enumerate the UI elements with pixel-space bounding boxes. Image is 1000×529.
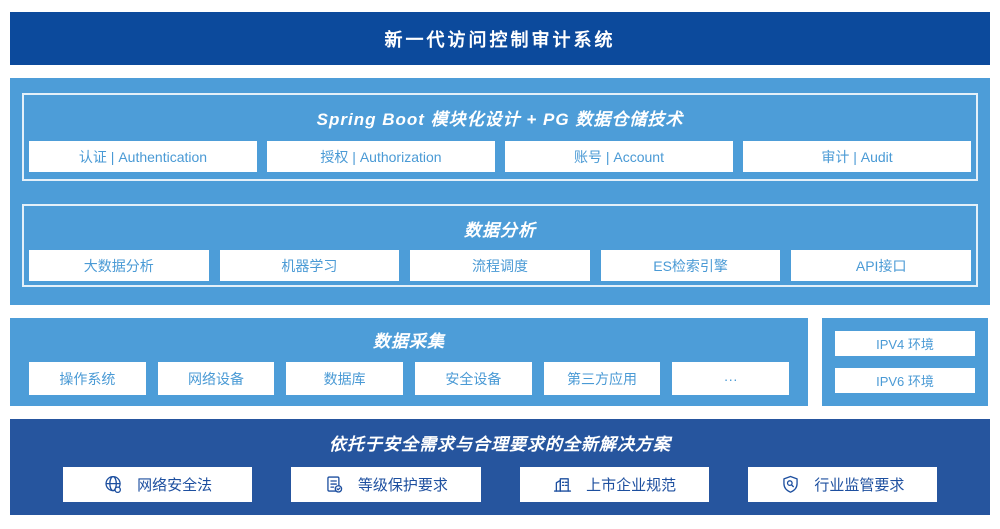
solution-row: 网络安全法 等级保护要求: [10, 455, 990, 502]
solution-box-classified-protection: 等级保护要求: [291, 467, 481, 502]
module-box-authentication: 认证 | Authentication: [29, 141, 257, 172]
globe-icon: [103, 474, 124, 495]
collection-box-thirdparty: 第三方应用: [543, 362, 661, 395]
solution-label: 等级保护要求: [357, 477, 448, 494]
collection-section: 数据采集 操作系统 网络设备 数据库 安全设备 第三方应用 ···: [10, 318, 808, 406]
platform-block: Spring Boot 模块化设计 + PG 数据仓储技术 认证 | Authe…: [10, 78, 990, 305]
analysis-section-title: 数据分析: [464, 221, 536, 240]
analysis-box-ml: 机器学习: [219, 250, 400, 281]
modules-section-title: Spring Boot 模块化设计 + PG 数据仓储技术: [316, 110, 684, 129]
module-box-account: 账号 | Account: [505, 141, 733, 172]
analysis-box-bigdata: 大数据分析: [29, 250, 209, 281]
analysis-row: 大数据分析 机器学习 流程调度 ES检索引擎 API接口: [24, 241, 976, 281]
solution-box-listed-company: 上市企业规范: [519, 467, 709, 502]
solution-box-cybersecurity-law: 网络安全法: [63, 467, 253, 502]
solution-section: 依托于安全需求与合理要求的全新解决方案 网络安全法: [10, 419, 990, 515]
network-env-panel: IPV4 环境 IPV6 环境: [822, 318, 988, 406]
ipv4-box: IPV4 环境: [835, 331, 975, 356]
solution-label: 行业监管要求: [814, 477, 905, 494]
modules-section: Spring Boot 模块化设计 + PG 数据仓储技术 认证 | Authe…: [22, 93, 978, 181]
analysis-box-api: API接口: [791, 250, 971, 281]
solution-section-title: 依托于安全需求与合理要求的全新解决方案: [329, 435, 671, 454]
analysis-box-es: ES检索引擎: [600, 250, 781, 281]
document-check-icon: [324, 474, 345, 495]
modules-row: 认证 | Authentication 授权 | Authorization 账…: [24, 130, 976, 172]
solution-box-industry-regulation: 行业监管要求: [747, 467, 937, 502]
ipv6-box: IPV6 环境: [835, 368, 975, 393]
collection-box-os: 操作系统: [29, 362, 146, 395]
module-box-authorization: 授权 | Authorization: [267, 141, 495, 172]
module-box-audit: 审计 | Audit: [743, 141, 971, 172]
analysis-box-workflow: 流程调度: [410, 250, 590, 281]
collection-box-database: 数据库: [286, 362, 404, 395]
collection-box-more: ···: [672, 362, 790, 395]
solution-label: 网络安全法: [137, 477, 213, 494]
collection-row: 操作系统 网络设备 数据库 安全设备 第三方应用 ···: [10, 352, 808, 395]
analysis-section: 数据分析 大数据分析 机器学习 流程调度 ES检索引擎 API接口: [22, 204, 978, 287]
collection-box-network-device: 网络设备: [157, 362, 275, 395]
collection-box-security-device: 安全设备: [415, 362, 532, 395]
collection-section-title: 数据采集: [373, 332, 445, 351]
system-title-banner: 新一代访问控制审计系统: [10, 12, 990, 65]
system-title: 新一代访问控制审计系统: [384, 29, 616, 50]
solution-label: 上市企业规范: [586, 477, 677, 494]
shield-search-icon: [780, 474, 801, 495]
buildings-icon: [552, 474, 573, 495]
